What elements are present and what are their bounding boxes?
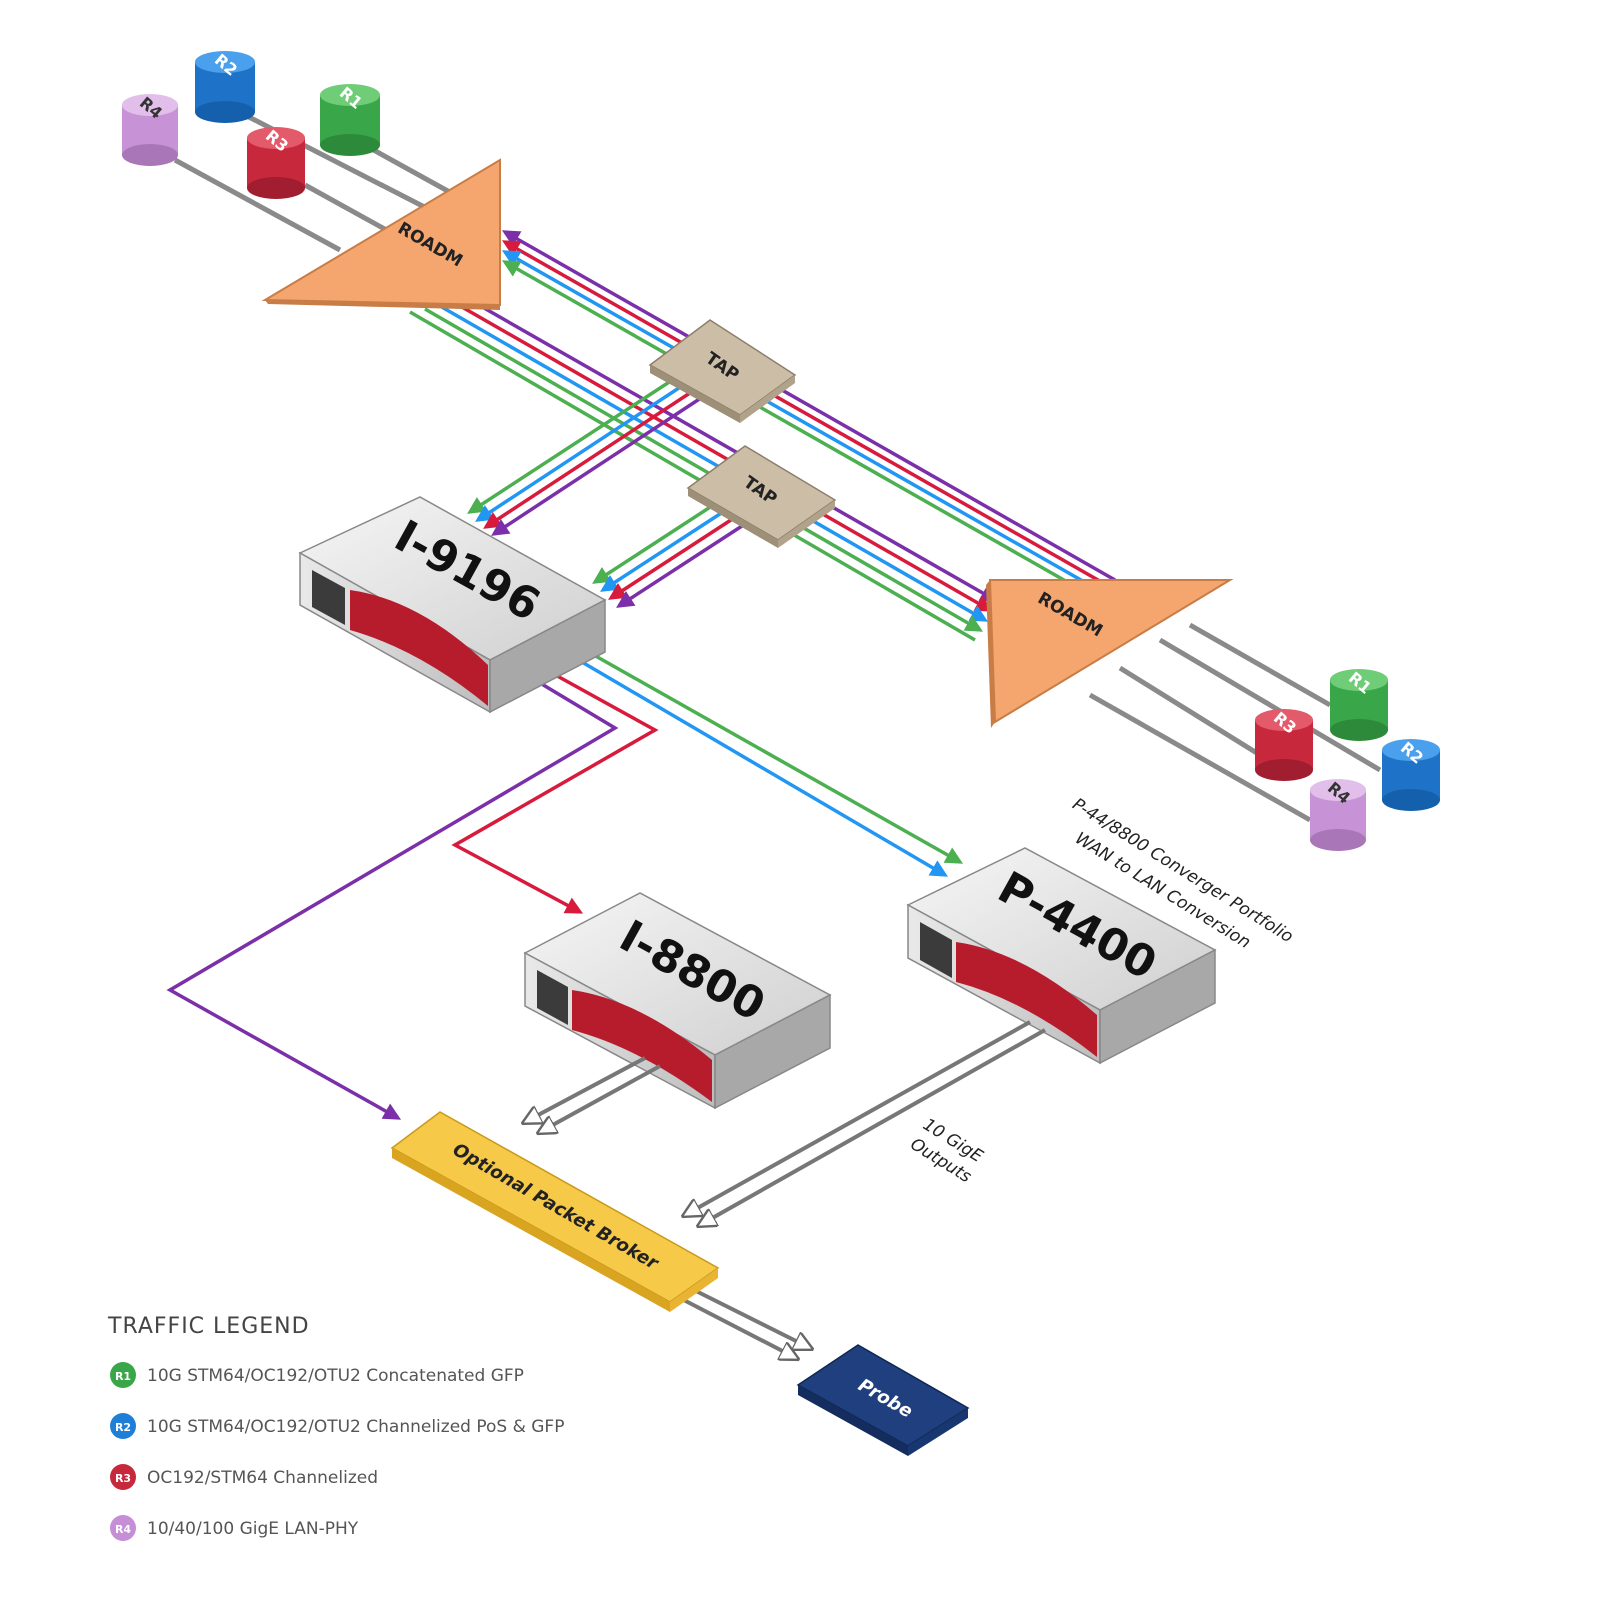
gray-output-arrows [525, 1020, 1046, 1358]
i9196-output-fibers [166, 648, 964, 1120]
packet-broker: Optional Packet Broker [390, 1111, 720, 1312]
router-r3-top: R3 [247, 126, 305, 199]
outputs-annotation: 10 GigE Outputs [907, 1115, 987, 1188]
tap2-to-i9196-fibers [592, 500, 743, 608]
legend-label-r4: 10/40/100 GigE LAN-PHY [147, 1519, 359, 1539]
legend-label-r1: 10G STM64/OC192/OTU2 Concatenated GFP [147, 1366, 524, 1386]
legend-item-r1: R1 10G STM64/OC192/OTU2 Concatenated GFP [110, 1362, 524, 1388]
fiber-bundle-upper [501, 230, 1116, 594]
roadm-bottom: ROADM [986, 579, 1234, 728]
traffic-legend: TRAFFIC LEGEND R1 10G STM64/OC192/OTU2 C… [107, 1314, 564, 1541]
legend-label-r2: 10G STM64/OC192/OTU2 Channelized PoS & G… [147, 1417, 564, 1437]
legend-badge-r2 [110, 1413, 136, 1439]
legend-badge-r3-text: R3 [115, 1472, 131, 1485]
router-r4-bottom: R4 [1310, 778, 1366, 851]
legend-item-r2: R2 10G STM64/OC192/OTU2 Channelized PoS … [110, 1413, 564, 1439]
tap-1: TAP [648, 319, 797, 423]
tap1-to-i9196-fibers [467, 373, 705, 536]
roadm-top: ROADM [261, 158, 501, 310]
legend-badge-r4-text: R4 [115, 1523, 131, 1536]
router-r2-bottom: R2 [1382, 738, 1440, 811]
legend-label-r3: OC192/STM64 Channelized [147, 1468, 378, 1488]
router-r2-top: R2 [195, 50, 255, 123]
legend-badge-r2-text: R2 [115, 1421, 131, 1434]
device-i8800: I-8800 [523, 892, 832, 1110]
legend-badge-r1 [110, 1362, 136, 1388]
legend-badge-r1-text: R1 [115, 1370, 131, 1383]
router-r1-top: R1 [320, 83, 380, 156]
legend-badge-r3 [110, 1464, 136, 1490]
legend-item-r4: R4 10/40/100 GigE LAN-PHY [110, 1515, 359, 1541]
legend-badge-r4 [110, 1515, 136, 1541]
router-r1-bottom: R1 [1330, 668, 1388, 741]
device-p4400: P-4400 [906, 847, 1217, 1065]
probe: Probe [796, 1344, 970, 1456]
device-i9196: I-9196 [298, 496, 607, 714]
tap-2: TAP [686, 445, 837, 548]
legend-item-r3: R3 OC192/STM64 Channelized [110, 1464, 378, 1490]
router-r3-bottom: R3 [1255, 708, 1313, 781]
router-r4-top: R4 [122, 93, 178, 166]
legend-title: TRAFFIC LEGEND [107, 1314, 310, 1339]
fiber-bundle-lower [409, 298, 999, 642]
